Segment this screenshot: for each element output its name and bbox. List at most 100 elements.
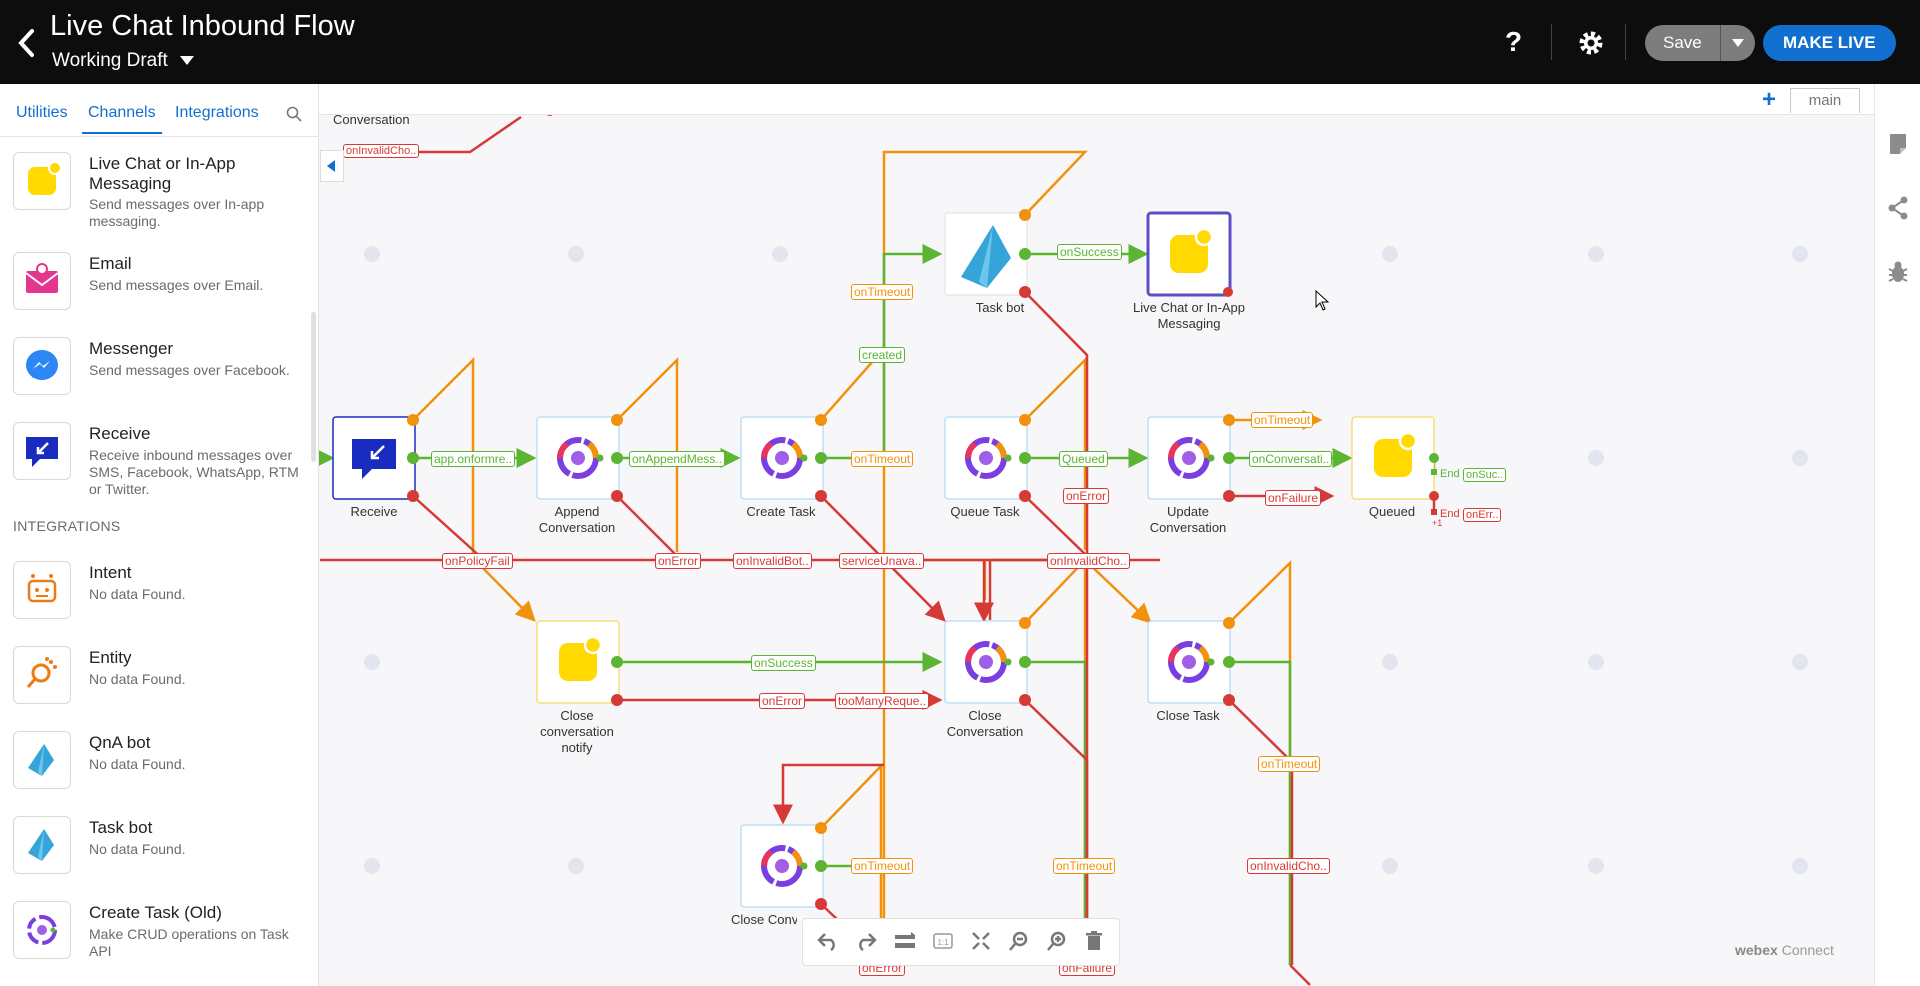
edge-label: serviceUnava.. — [839, 553, 925, 569]
node-receive[interactable] — [332, 416, 416, 500]
intent-icon — [13, 561, 71, 619]
node-update-conversation[interactable] — [1148, 417, 1230, 499]
sidebar-scrollbar[interactable] — [311, 312, 316, 462]
end-label: End — [1440, 508, 1460, 520]
palette-item-desc: No data Found. — [89, 841, 186, 857]
webex-connect-watermark: webex Connect — [1735, 942, 1834, 958]
node-label: Queue Task — [950, 504, 1020, 519]
node-label: Close conversation notify — [540, 708, 614, 755]
divider — [1551, 24, 1552, 60]
zoom-out-icon[interactable] — [1009, 931, 1029, 951]
redo-icon[interactable] — [855, 931, 877, 951]
palette-item-desc: No data Found. — [89, 586, 186, 602]
actual-size-icon[interactable]: 1:1 — [933, 932, 953, 950]
palette-item-email[interactable]: Email Send messages over Email. — [0, 252, 318, 332]
branch-tab-main[interactable]: main — [1790, 88, 1860, 113]
palette-item-desc: Make CRUD operations on Task API — [89, 926, 289, 959]
notes-icon[interactable] — [1887, 132, 1909, 156]
search-icon[interactable] — [286, 106, 302, 122]
mouse-cursor-icon — [1315, 290, 1330, 311]
palette-item-name: Intent — [89, 563, 132, 582]
node-close-conversation-bottom[interactable] — [741, 825, 823, 907]
node-label: Close Conversa — [731, 912, 797, 927]
fit-to-screen-icon[interactable] — [971, 931, 991, 951]
node-close-task[interactable] — [1148, 621, 1230, 703]
edge-label: onErr.. — [1463, 508, 1502, 522]
node-close-conversation[interactable] — [945, 621, 1027, 703]
edge-label: tooManyReque.. — [835, 693, 930, 709]
edge-label: onFailure — [1265, 490, 1322, 506]
help-icon[interactable]: ? — [1505, 26, 1523, 57]
palette-item-name: Live Chat or In-App Messaging — [89, 154, 236, 193]
watermark-product: Connect — [1781, 942, 1834, 958]
draft-label: Working Draft — [52, 50, 168, 71]
palette-item-live-chat[interactable]: Live Chat or In-App Messaging Send messa… — [0, 152, 318, 232]
svg-text:1:1: 1:1 — [937, 938, 949, 947]
palette-item-desc: Receive inbound messages over SMS, Faceb… — [89, 447, 299, 497]
palette-item-entity[interactable]: Entity No data Found. — [0, 646, 318, 726]
palette-item-name: Messenger — [89, 339, 174, 358]
edge-label: app.onformre.. — [431, 451, 516, 467]
debug-bug-icon[interactable] — [1887, 260, 1909, 284]
undo-icon[interactable] — [817, 931, 839, 951]
palette-item-name: Entity — [89, 648, 132, 667]
palette-item-intent[interactable]: Intent No data Found. — [0, 561, 318, 641]
node-append-conversation[interactable] — [537, 417, 619, 499]
make-live-button[interactable]: MAKE LIVE — [1763, 25, 1896, 61]
right-rail — [1874, 84, 1920, 986]
edge-label: onInvalidBot.. — [733, 553, 812, 569]
palette-item-name: QnA bot — [89, 733, 151, 752]
messenger-icon — [13, 337, 71, 395]
save-group: Save — [1645, 25, 1755, 61]
edge-label: onSuccess — [1057, 244, 1122, 260]
edge-label: Queued — [1059, 451, 1108, 467]
node-create-task[interactable] — [741, 417, 823, 499]
node-task-bot[interactable] — [944, 212, 1028, 296]
node-queue-task[interactable] — [945, 417, 1027, 499]
zoom-in-icon[interactable] — [1047, 931, 1067, 951]
edge-label: created — [859, 347, 906, 363]
node-queued[interactable] — [1350, 415, 1436, 501]
node-live-chat-selected[interactable] — [1146, 211, 1232, 297]
gear-icon[interactable] — [1576, 28, 1606, 58]
integrations-section-label: INTEGRATIONS — [13, 518, 121, 534]
palette-item-messenger[interactable]: Messenger Send messages over Facebook. — [0, 337, 318, 417]
save-dropdown-button[interactable] — [1719, 25, 1755, 61]
flow-canvas[interactable]: Conversation Task bot Live Chat or In-Ap… — [319, 84, 1874, 986]
palette-item-desc: No data Found. — [89, 671, 186, 687]
edge-label: onInvalidCho.. — [343, 144, 420, 158]
draft-selector[interactable]: Working Draft — [52, 50, 194, 72]
save-button[interactable]: Save — [1645, 25, 1720, 61]
add-branch-icon[interactable]: + — [1762, 86, 1777, 113]
edge-label: onSuccess — [751, 655, 816, 671]
node-label: Create Task — [746, 504, 816, 519]
chevron-down-icon — [179, 56, 194, 66]
node-label: Append Conversation — [538, 504, 616, 535]
palette-item-qna-bot[interactable]: QnA bot No data Found. — [0, 731, 318, 811]
edge-label: onError — [759, 693, 806, 709]
edge-label: onPolicyFail — [442, 553, 513, 569]
edge-label: onError — [1063, 488, 1110, 504]
palette-item-receive[interactable]: Receive Receive inbound messages over SM… — [0, 422, 318, 512]
collapse-sidebar-button[interactable] — [320, 150, 344, 182]
edge-label: onSuc.. — [1463, 468, 1507, 482]
node-label: Queued — [1368, 504, 1416, 519]
edge-label: onTimeout — [1258, 756, 1321, 772]
palette-item-task-bot[interactable]: Task bot No data Found. — [0, 816, 318, 896]
end-label: End — [1440, 468, 1460, 480]
arrange-icon[interactable] — [893, 931, 917, 951]
share-icon[interactable] — [1887, 196, 1909, 220]
palette-item-name: Email — [89, 254, 132, 273]
edge-label: onAppendMess.. — [629, 451, 726, 467]
back-arrow-icon[interactable] — [14, 26, 40, 60]
edge-label: onTimeout — [851, 284, 914, 300]
trash-icon[interactable] — [1085, 931, 1103, 951]
palette-item-create-task-old[interactable]: Create Task (Old) Make CRUD operations o… — [0, 901, 318, 981]
tab-channels[interactable]: Channels — [82, 104, 162, 134]
node-close-notify[interactable] — [535, 619, 621, 705]
palette-item-desc: Send messages over Facebook. — [89, 362, 290, 378]
entity-icon — [13, 646, 71, 704]
watermark-brand: webex — [1735, 942, 1778, 958]
tab-integrations[interactable]: Integrations — [175, 104, 259, 121]
tab-utilities[interactable]: Utilities — [16, 104, 68, 121]
